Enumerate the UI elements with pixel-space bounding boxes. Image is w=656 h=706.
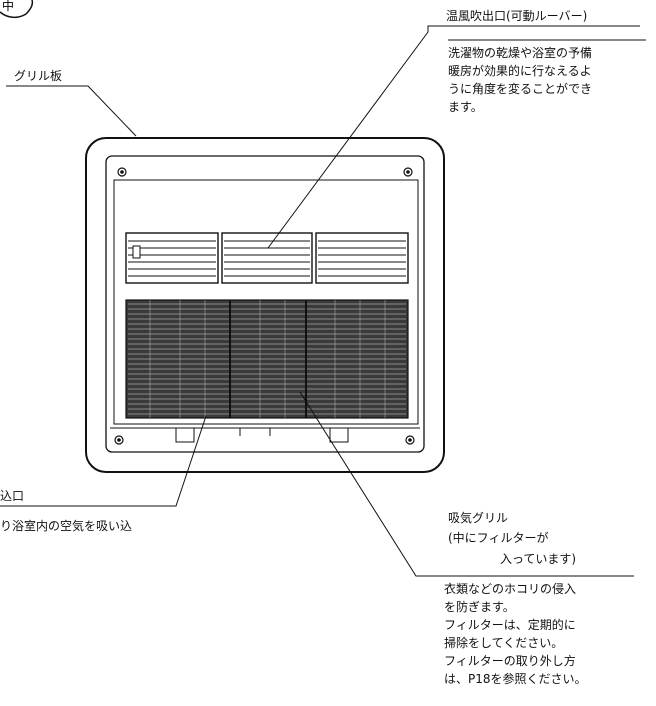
grille-plate-label: グリル板 <box>14 69 63 83</box>
suction-grille-title: 吸気グリル (中にフィルターが 入っています) <box>448 511 577 566</box>
corner-mark-circle <box>0 0 34 19</box>
bottom-tabs <box>175 427 349 443</box>
grille-frame <box>113 179 419 425</box>
corner-mark-text: 中 <box>2 0 14 13</box>
warm-outlet-description: 洗濯物の乾燥や浴室の予備 暖房が効果的に行なえるよ うに角度を変ることができ ま… <box>448 46 593 114</box>
suction-grille-mesh <box>125 299 409 419</box>
intake-title: 込口 <box>0 489 25 503</box>
screw-icons <box>114 167 415 445</box>
leader-lines <box>0 25 646 577</box>
suction-grille-description: 衣類などのホコリの侵入 を防ぎます。 フィルターは、定期的に 掃除をしてください… <box>444 582 587 686</box>
warm-outlet-title: 温風吹出口(可動ルーバー) <box>446 9 588 23</box>
louver-panels <box>125 232 409 284</box>
intake-description: り浴室内の空気を吸い込 <box>0 519 133 533</box>
